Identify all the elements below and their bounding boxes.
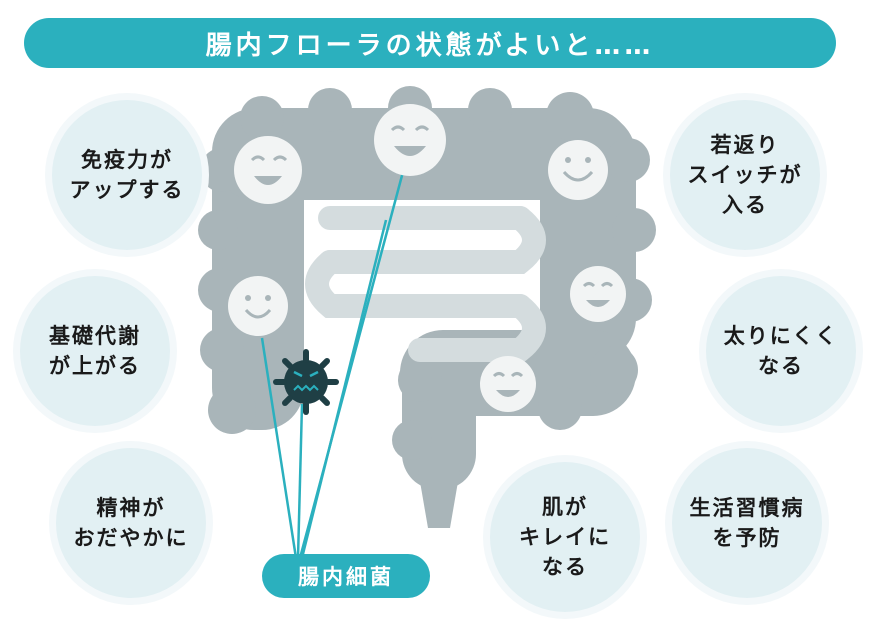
title-banner: 腸内フローラの状態がよいと…… [24,18,836,68]
mouth-icon [254,176,282,185]
good-bacteria-1 [234,136,302,204]
benefit-skin: 肌が キレイに なる [490,462,640,612]
benefit-text: なる [542,555,588,579]
benefit-text: 免疫力が [81,148,173,172]
benefit-text: なる [758,354,804,378]
benefit-weight: 太りにくく なる [706,276,856,426]
benefit-text: 精神が [96,496,166,520]
benefit-text: 太りにくく [723,324,839,348]
good-bacteria-3 [548,140,608,200]
benefit-text: 若返り [710,133,780,157]
benefit-text: アップする [69,178,185,202]
benefit-text: 肌が [542,495,588,519]
benefit-text: 生活習慣病 [689,496,805,520]
benefit-immunity: 免疫力が アップする [52,100,202,250]
good-bacteria-4 [228,276,288,336]
benefit-text: 入る [722,193,768,217]
benefit-text: を予防 [712,526,782,550]
bacteria-label: 腸内細菌 [262,554,430,598]
bacteria-label-text: 腸内細菌 [298,565,394,589]
benefit-disease: 生活習慣病 を予防 [672,448,822,598]
connector-lines [260,167,406,559]
benefit-text: が上がる [49,354,141,378]
good-bacteria-6 [480,356,536,412]
good-bacteria-2 [374,104,446,176]
benefit-metabolism: 基礎代謝 が上がる [20,276,170,426]
small-intestine [305,206,546,362]
angry-germ-icon [273,349,339,415]
benefit-text: 基礎代謝 [49,324,141,348]
eye-icon [250,155,266,162]
good-bacteria-5 [570,266,626,322]
page-title: 腸内フローラの状態がよいと…… [205,30,655,61]
benefit-text: スイッチが [687,163,803,187]
benefit-youth: 若返り スイッチが 入る [670,100,820,250]
eye-icon [272,155,288,162]
benefit-mind: 精神が おだやかに [56,448,206,598]
benefit-text: おだやかに [73,526,189,550]
benefit-text: キレイに [519,525,611,549]
